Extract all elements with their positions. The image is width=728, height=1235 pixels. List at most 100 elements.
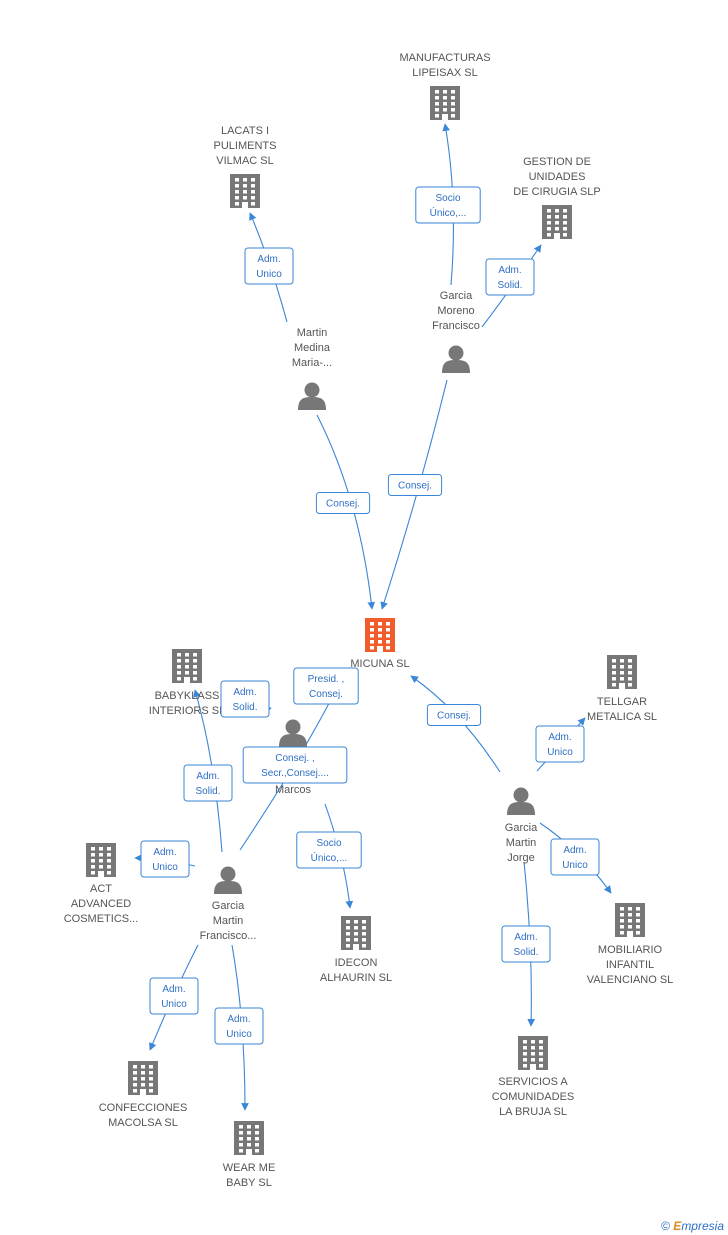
role-text: Unico (161, 999, 187, 1010)
role-badge-martin_medina-to-lacats[interactable]: Adm. Unico (244, 247, 294, 285)
role-badge-garcia_martin_francisco-to-micuna[interactable]: Presid. ,Consej. (293, 667, 359, 705)
role-badge-box (214, 1007, 264, 1045)
role-badge-box (415, 186, 481, 224)
node-label: UNIDADES (529, 171, 586, 183)
role-text: Consej. (309, 689, 343, 700)
role-badge-martin_medina-to-micuna[interactable]: Consej. (315, 492, 371, 514)
role-badge-garcia_martin_francisco-to-babyklass[interactable]: Adm. Solid. (183, 764, 233, 802)
building-icon (172, 649, 202, 683)
role-badge-box (140, 840, 190, 878)
person-icon (507, 787, 535, 815)
role-text: Socio (435, 193, 460, 204)
role-badge-box (315, 492, 371, 514)
node-label: Martin (297, 327, 328, 339)
role-badge-marcos-to-micuna[interactable]: Consej. , Secr.,Consej.... (242, 746, 348, 784)
node-label: Garcia (212, 900, 245, 912)
person-icon (442, 345, 470, 373)
role-badge-box (387, 474, 443, 496)
brand-name: mpresia (681, 1219, 724, 1233)
node-micuna[interactable]: MICUNA SL (350, 618, 410, 670)
role-text: Unico (256, 269, 282, 280)
role-badge-garcia_martin_jorge-to-mobiliario[interactable]: Adm. Unico (550, 838, 600, 876)
role-text: Secr.,Consej.... (261, 768, 329, 779)
role-badge-garcia_moreno-to-manufacturas[interactable]: SocioÚnico,... (415, 186, 481, 224)
role-badge-box (220, 680, 270, 718)
node-label: Garcia (505, 822, 538, 834)
building-icon (365, 618, 395, 652)
node-act[interactable]: ACTADVANCEDCOSMETICS... (64, 843, 139, 925)
role-text: Unico (547, 747, 573, 758)
node-label: PULIMENTS (214, 140, 277, 152)
role-text: Consej. , (275, 753, 314, 764)
role-text: Adm. (563, 845, 586, 856)
role-text: Adm. (233, 687, 256, 698)
node-marcos[interactable]: Marcos (275, 719, 312, 797)
node-label: MICUNA SL (350, 658, 409, 670)
node-garcia_martin_francisco[interactable]: GarciaMartinFrancisco... (200, 866, 257, 943)
role-badge-garcia_martin_jorge-to-tellgar[interactable]: Adm. Unico (535, 725, 585, 763)
role-text: Adm. (227, 1014, 250, 1025)
building-icon (86, 843, 116, 877)
building-icon (518, 1036, 548, 1070)
role-text: Adm. (196, 771, 219, 782)
person-icon (214, 866, 242, 894)
role-text: Consej. (398, 481, 432, 492)
role-text: Consej. (326, 499, 360, 510)
role-text: Solid. (232, 702, 257, 713)
role-badge-marcos-to-idecon[interactable]: SocioÚnico,... (296, 831, 362, 869)
role-badge-garcia_moreno-to-gestion[interactable]: Adm.Solid. (485, 258, 535, 296)
role-badge-box (501, 925, 551, 963)
role-badge-garcia_martin_jorge-to-micuna[interactable]: Consej. (426, 704, 482, 726)
node-label: INFANTIL (606, 959, 654, 971)
role-badge-garcia_martin_francisco-to-wearme[interactable]: Adm.Unico (214, 1007, 264, 1045)
role-text: Solid. (195, 786, 220, 797)
building-icon (607, 655, 637, 689)
node-label: Francisco... (200, 930, 257, 942)
brand-initial: E (673, 1219, 682, 1233)
role-badge-box (296, 831, 362, 869)
role-text: Adm. (162, 984, 185, 995)
role-text: Unico (562, 860, 588, 871)
role-badge-box (535, 725, 585, 763)
node-label: Martin (213, 915, 244, 927)
person-icon (279, 719, 307, 747)
node-label: INTERIORS SL (149, 705, 225, 717)
node-label: Marcos (275, 784, 312, 796)
role-badge-garcia_martin_francisco-to-confecciones[interactable]: Adm. Unico (149, 977, 199, 1015)
role-badge-garcia_martin_jorge-to-servicios[interactable]: Adm.Solid. (501, 925, 551, 963)
role-badge-box (149, 977, 199, 1015)
node-label: VALENCIANO SL (587, 974, 674, 986)
role-badge-marcos-to-babyklass[interactable]: Adm. Solid. (220, 680, 270, 718)
node-martin_medina[interactable]: MartinMedinaMaria-... (292, 327, 332, 410)
node-label: ALHAURIN SL (320, 972, 392, 984)
node-label: Maria-... (292, 357, 332, 369)
node-label: Martin (506, 837, 537, 849)
role-text: Adm. (257, 254, 280, 265)
node-label: Francisco (432, 320, 480, 332)
role-badge-box (293, 667, 359, 705)
role-badge-garcia_moreno-to-micuna[interactable]: Consej. (387, 474, 443, 496)
node-label: LA BRUJA SL (499, 1106, 567, 1118)
copyright-symbol: © (661, 1219, 670, 1233)
node-label: COMUNIDADES (492, 1091, 575, 1103)
role-badge-garcia_martin_francisco-to-act[interactable]: Adm.Unico (140, 840, 190, 878)
role-text: Adm. (548, 732, 571, 743)
building-icon (542, 205, 572, 239)
role-text: Solid. (513, 947, 538, 958)
node-label: Moreno (437, 305, 474, 317)
node-label: MACOLSA SL (108, 1117, 178, 1129)
